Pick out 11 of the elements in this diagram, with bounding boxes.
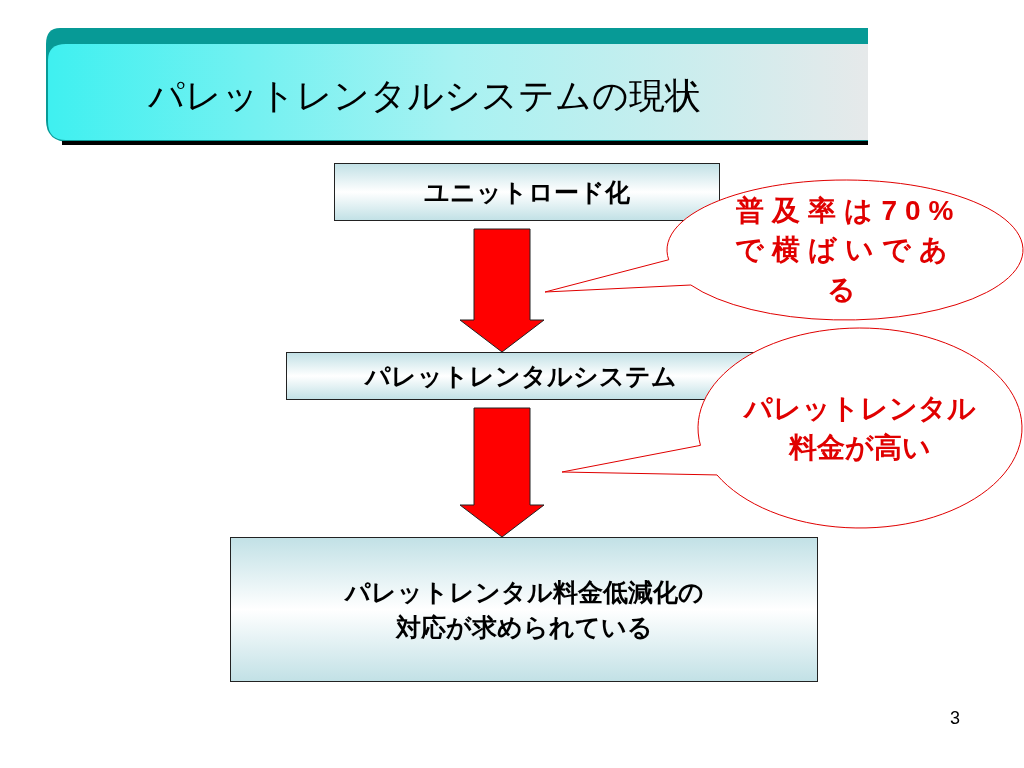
box-text: パレットレンタル料金低減化の対応が求められている <box>343 576 705 643</box>
title: パレットレンタルシステムの現状 <box>148 74 701 118</box>
callout-text: 普及率は70%で横ばいである <box>733 194 963 307</box>
box-text: パレットレンタルシステム <box>365 360 677 392</box>
callout-text: パレットレンタル料金が高い <box>744 391 976 465</box>
box-text: ユニットロード化 <box>424 176 630 208</box>
block-arrow <box>459 407 545 538</box>
process-box <box>230 537 818 682</box>
page-number: 3 <box>950 708 960 729</box>
process-box <box>334 163 720 221</box>
block-arrow <box>459 228 545 353</box>
